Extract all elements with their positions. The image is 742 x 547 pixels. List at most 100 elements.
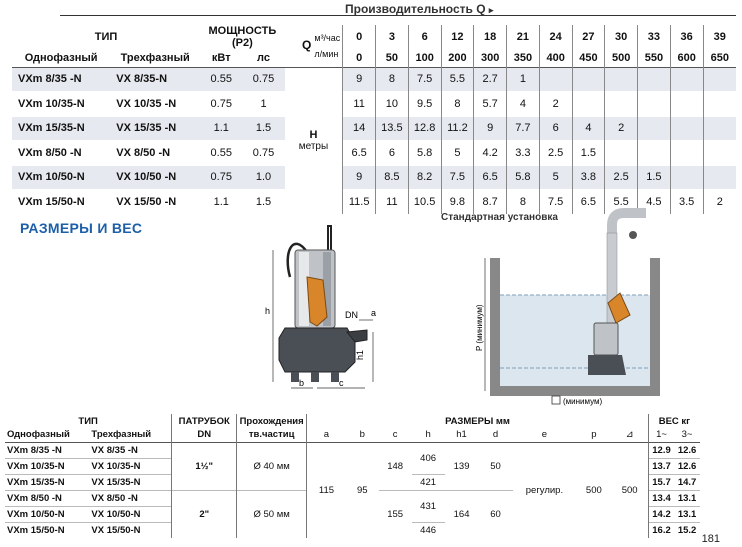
head-value xyxy=(669,140,704,165)
head-value: 8.5 xyxy=(375,164,409,190)
p-min-label: P (минимум) xyxy=(475,304,484,351)
w3-4: 13.1 xyxy=(674,505,700,522)
weight-header: ВЕС кг xyxy=(647,414,700,428)
head-value xyxy=(669,164,704,190)
g2-passage: Ø 50 мм xyxy=(236,489,307,538)
flow-lmin-2: 100 xyxy=(407,49,442,67)
hp-header: лс xyxy=(257,51,270,64)
head-value: 6 xyxy=(375,140,409,165)
head-value: 10.5 xyxy=(407,189,442,214)
head-value: 11.5 xyxy=(342,189,376,214)
g2-c: 155 xyxy=(378,489,412,538)
flow-m3h-11: 39 xyxy=(702,25,736,49)
perf-hp: 1.5 xyxy=(242,189,285,214)
std-install-label: Стандартная установка xyxy=(441,212,558,223)
w3-0: 12.6 xyxy=(674,441,700,458)
head-value xyxy=(702,164,736,190)
dims-three-0: VX 8/35 -N xyxy=(89,441,172,458)
perf-three-model: VX 15/35 -N xyxy=(110,115,201,141)
w1-1: 13.7 xyxy=(647,457,675,474)
dn-header: DN xyxy=(171,428,237,442)
flow-lmin-9: 550 xyxy=(637,49,671,67)
head-value xyxy=(702,115,736,141)
perf-three-model: VX 10/35 -N xyxy=(110,91,201,116)
w1-3: 13.4 xyxy=(647,489,675,506)
dims-single-0: VXm 8/35 -N xyxy=(5,441,90,458)
g1-h-a: 406 xyxy=(411,441,445,474)
head-value: 11 xyxy=(375,189,409,214)
head-value: 6.5 xyxy=(571,189,605,214)
page-number: 181 xyxy=(701,533,720,545)
section-title: РАЗМЕРЫ И ВЕС xyxy=(20,220,143,236)
head-value: 2.5 xyxy=(604,164,638,190)
performance-table: ТИП МОЩНОСТЬ (P2) Q м³/час л/мин 0 3 6 1… xyxy=(12,25,736,214)
perf-three-model: VX 8/35-N xyxy=(110,66,201,92)
head-value: 8 xyxy=(506,189,540,214)
head-value: 5.5 xyxy=(440,66,474,92)
w3-header: 3~ xyxy=(681,429,693,441)
dims-three-2: VX 15/35-N xyxy=(89,473,172,490)
pump-dimension-diagram: h h1 DN b c a xyxy=(265,225,376,389)
dims-type-header: ТИП xyxy=(78,415,98,427)
head-value: 1.5 xyxy=(637,164,671,190)
head-value: 14 xyxy=(342,115,376,141)
head-value: 8 xyxy=(375,66,409,92)
flow-lmin-4: 300 xyxy=(473,49,507,67)
dim-p-value: 500 xyxy=(576,441,612,538)
g1-passage: Ø 40 мм xyxy=(236,441,307,490)
head-value: 9 xyxy=(342,164,376,190)
dim-c-label: c xyxy=(339,378,344,388)
flow-lmin-6: 400 xyxy=(538,49,573,67)
passage-header-1: Прохождения xyxy=(236,414,307,428)
head-value: 8 xyxy=(440,91,474,116)
head-value: 9 xyxy=(473,115,507,141)
head-value xyxy=(637,91,671,116)
head-value: 2 xyxy=(538,91,573,116)
head-value: 3.5 xyxy=(669,189,704,214)
head-value: 7.5 xyxy=(538,189,573,214)
type-header: ТИП xyxy=(94,31,118,43)
flow-lmin-10: 600 xyxy=(669,49,704,67)
flow-lmin-7: 450 xyxy=(571,49,605,67)
dims-single-4: VXm 10/50-N xyxy=(5,505,90,522)
perf-kw: 0.55 xyxy=(200,140,243,165)
perf-single-model: VXm 15/35-N xyxy=(12,115,111,141)
w1-2: 15.7 xyxy=(647,473,675,490)
unit-lmin: л/мин xyxy=(314,48,339,59)
flow-m3h-10: 36 xyxy=(669,25,704,49)
w1-4: 14.2 xyxy=(647,505,675,522)
head-value xyxy=(702,91,736,116)
w1-5: 16.2 xyxy=(647,521,675,538)
col-h1: h1 xyxy=(456,429,467,441)
col-b: b xyxy=(359,429,365,441)
head-value xyxy=(604,66,638,92)
perf-three-model: VX 10/50 -N xyxy=(110,164,201,190)
head-value: 7.7 xyxy=(506,115,540,141)
head-value: 9.5 xyxy=(407,91,442,116)
flow-m3h-6: 24 xyxy=(538,25,573,49)
h-letter: H xyxy=(309,129,318,142)
flow-m3h-0: 0 xyxy=(342,25,376,49)
head-value: 6 xyxy=(538,115,573,141)
head-value xyxy=(637,66,671,92)
head-value: 2.5 xyxy=(538,140,573,165)
g1-c: 148 xyxy=(378,441,412,490)
perf-single-model: VXm 8/50 -N xyxy=(12,140,111,165)
g1-h1: 139 xyxy=(444,441,479,490)
w3-5: 15.2 xyxy=(674,521,700,538)
head-value: 4 xyxy=(506,91,540,116)
dim-a-value: 115 xyxy=(306,441,346,538)
head-value: 2 xyxy=(604,115,638,141)
head-value: 10 xyxy=(375,91,409,116)
col-e: e xyxy=(541,429,548,441)
head-value: 9.8 xyxy=(440,189,474,214)
head-value: 5 xyxy=(440,140,474,165)
dims-single-2: VXm 15/35-N xyxy=(5,473,90,490)
head-value xyxy=(604,91,638,116)
w1-header: 1~ xyxy=(647,428,675,442)
